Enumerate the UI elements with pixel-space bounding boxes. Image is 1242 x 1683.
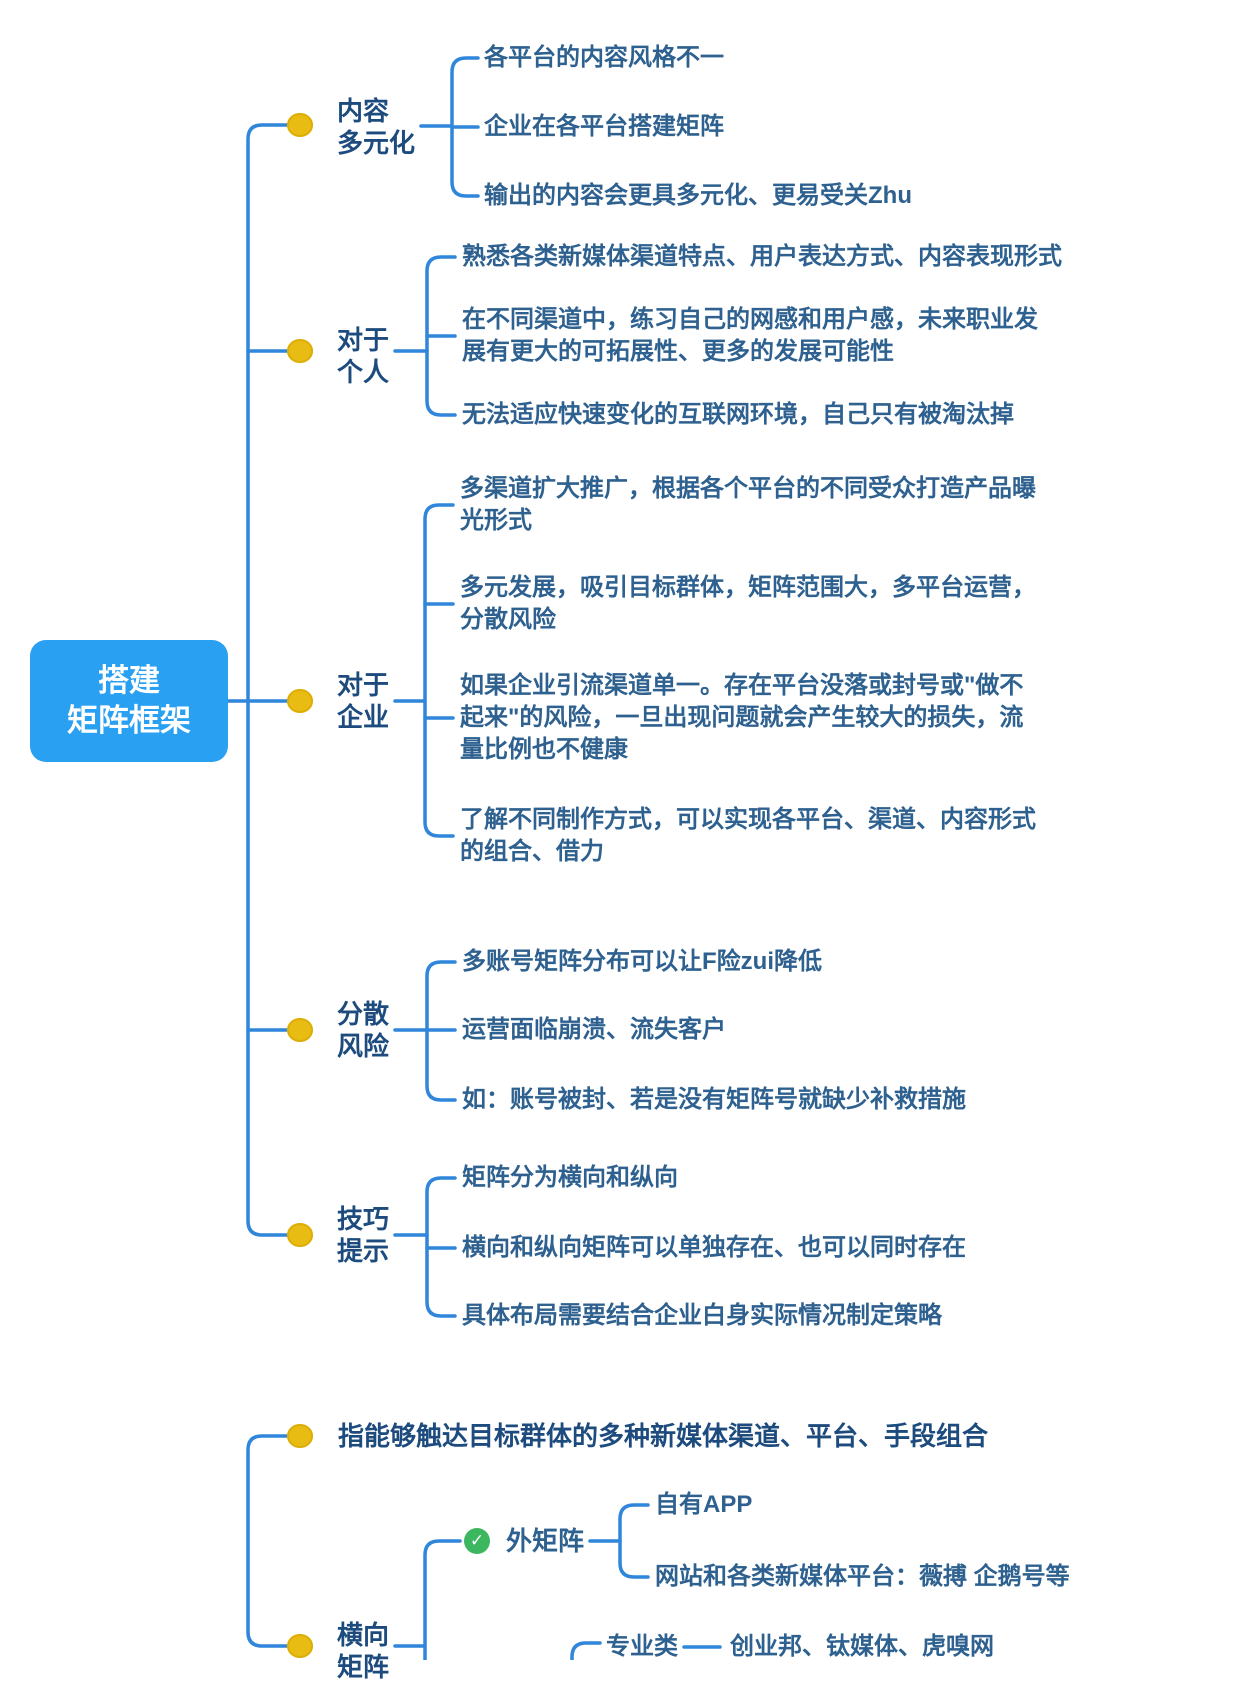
branch-node-for-individual[interactable]: 对于 个人	[337, 325, 390, 387]
check-badge-icon: ✓	[464, 1528, 490, 1554]
leaf-node[interactable]: 在不同渠道中，练习自己的网感和用户感，未来职业发展有更大的可拓展性、更多的发展可…	[462, 306, 1038, 365]
branch-node-for-enterprise[interactable]: 对于 企业	[337, 670, 390, 732]
branch-node-horizontal-matrix[interactable]: 横向 矩阵	[337, 1620, 390, 1682]
branch-bullet-icon	[287, 339, 313, 363]
sub-branch-node-outer-matrix[interactable]: 外矩阵	[506, 1526, 585, 1556]
matrix-definition-node[interactable]: 指能够触达目标群体的多种新媒体渠道、平台、手段组合	[338, 1421, 989, 1451]
leaf-node[interactable]: 多账号矩阵分布可以让F险zui降低	[462, 948, 822, 975]
branch-node-tips[interactable]: 技巧 提示	[337, 1204, 390, 1266]
leaf-node[interactable]: 网站和各类新媒体平台：薇搏 企鹅号等	[655, 1563, 1070, 1590]
leaf-node[interactable]: 无法适应快速变化的互联网环境，自己只有被淘汰掉	[462, 401, 1014, 428]
category-node-professional[interactable]: 专业类	[606, 1633, 678, 1660]
leaf-node[interactable]: 熟悉各类新媒体渠道特点、用户表达方式、内容表现形式	[462, 243, 1062, 270]
leaf-node[interactable]: 如果企业引流渠道单一。存在平台没落或封号或"做不起来"的风险，一旦出现问题就会产…	[460, 672, 1024, 763]
branch-bullet-icon	[287, 1424, 313, 1448]
branch-bullet-icon	[287, 1018, 313, 1042]
leaf-node[interactable]: 横向和纵向矩阵可以单独存在、也可以同时存在	[462, 1234, 966, 1261]
leaf-node[interactable]: 企业在各平台搭建矩阵	[484, 113, 724, 140]
leaf-node[interactable]: 具体布局需要结合企业白身实际情况制定策略	[462, 1302, 942, 1329]
leaf-node[interactable]: 多元发展，吸引目标群体，矩阵范围大，多平台运营，分散风险	[460, 574, 1036, 633]
branch-bullet-icon	[287, 1223, 313, 1247]
leaf-node[interactable]: 矩阵分为横向和纵向	[462, 1164, 678, 1191]
leaf-node[interactable]: 了解不同制作方式，可以实现各平台、渠道、内容形式的组合、借力	[460, 806, 1036, 865]
leaf-node[interactable]: 运营面临崩溃、流失客户	[462, 1016, 726, 1043]
branch-node-content-diversity[interactable]: 内容 多元化	[337, 96, 416, 158]
leaf-node[interactable]: 如：账号被封、若是没有矩阵号就缺少补救措施	[462, 1086, 966, 1113]
branch-bullet-icon	[287, 113, 313, 137]
branch-node-spread-risk[interactable]: 分散 风险	[337, 999, 390, 1061]
leaf-node[interactable]: 多渠道扩大推广，根据各个平台的不同受众打造产品曝光形式	[460, 475, 1036, 534]
leaf-node[interactable]: 输出的内容会更具多元化、更易受关Zhu	[484, 182, 912, 209]
branch-bullet-icon	[287, 1634, 313, 1658]
root-node[interactable]: 搭建 矩阵框架	[30, 640, 228, 762]
leaf-node[interactable]: 自有APP	[655, 1491, 753, 1518]
leaf-node[interactable]: 创业邦、钛媒体、虎嗅网	[730, 1633, 994, 1660]
leaf-node[interactable]: 各平台的内容风格不一	[484, 44, 724, 71]
branch-bullet-icon	[287, 689, 313, 713]
